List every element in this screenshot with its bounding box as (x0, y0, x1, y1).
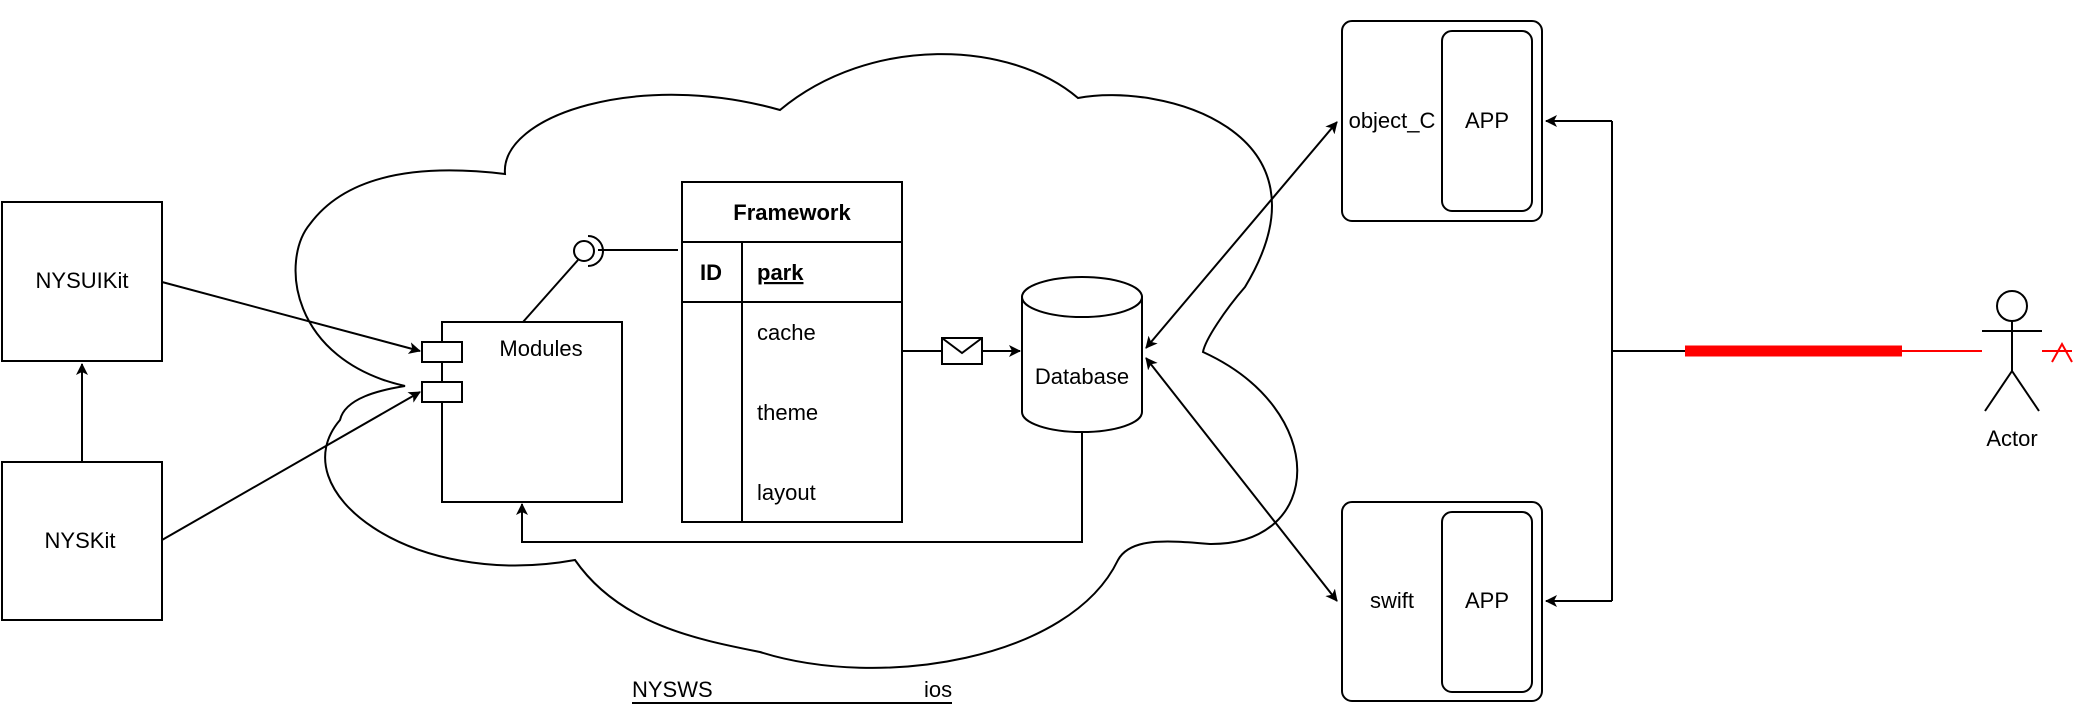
actor-icon (1982, 290, 2042, 412)
framework-table[interactable]: Framework ID park cache theme layout (681, 181, 903, 523)
database-swift-arrow (1145, 357, 1338, 602)
framework-id-header: ID (700, 260, 722, 285)
message-connector (902, 337, 1021, 365)
swift-node[interactable]: swift APP (1341, 501, 1543, 702)
actor-node[interactable]: Actor (1982, 290, 2042, 451)
objectc-app-block[interactable] (1441, 30, 1533, 212)
framework-row-layout: layout (757, 480, 816, 505)
nysuikit-node[interactable]: NYSUIKit (1, 201, 163, 362)
modules-port-bottom (421, 381, 463, 403)
database-to-modules-arrow (516, 432, 1083, 543)
nysuikit-to-modules-arrow (161, 281, 421, 354)
swift-app-block[interactable] (1441, 511, 1533, 693)
cloud-boundary (294, 53, 1299, 669)
footer-right-label: ios (924, 677, 952, 702)
database-node[interactable]: Database (1021, 276, 1143, 433)
framework-row-cache: cache (757, 320, 816, 345)
red-endpoint-marker (2051, 341, 2073, 363)
nyskit-to-modules-arrow (161, 391, 421, 541)
modules-component[interactable]: Modules (421, 321, 623, 503)
actor-connector (1545, 115, 2073, 607)
objectc-app-label: APP (1465, 108, 1509, 133)
modules-port-top (421, 341, 463, 363)
modules-label: Modules (499, 336, 582, 361)
nyskit-label: NYSKit (45, 528, 116, 553)
nyskit-node[interactable]: NYSKit (1, 461, 163, 621)
database-objectc-arrow (1145, 121, 1338, 349)
nysuikit-label: NYSUIKit (36, 268, 129, 293)
objectc-node[interactable]: object_C APP (1341, 20, 1543, 222)
framework-key-header: park (757, 260, 804, 285)
objectc-label: object_C (1349, 108, 1436, 133)
footer-label: NYSWS ios (632, 677, 952, 704)
framework-row-theme: theme (757, 400, 818, 425)
swift-label: swift (1370, 588, 1414, 613)
swift-app-label: APP (1465, 588, 1509, 613)
actor-label: Actor (1986, 426, 2037, 451)
framework-title: Framework (733, 200, 851, 225)
interface-lollipop (522, 235, 678, 323)
footer-left-label: NYSWS (632, 677, 713, 702)
database-label: Database (1035, 364, 1129, 389)
